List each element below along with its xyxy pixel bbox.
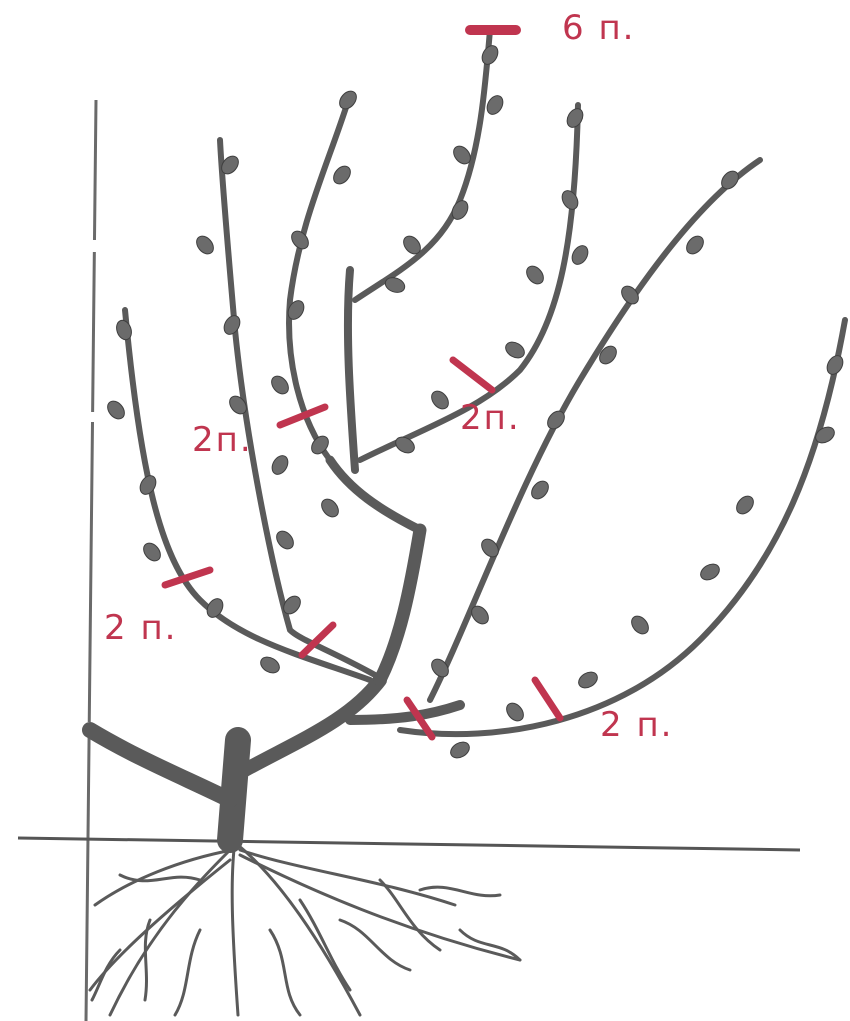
label-lower-right-cut: 2 п. <box>600 705 674 745</box>
trunk <box>82 455 465 853</box>
branch-lower-right <box>397 317 848 738</box>
cut-mark-far-left <box>161 566 214 589</box>
cut-mark-lower-right <box>531 676 564 722</box>
label-left-branch-cut: 2 п. <box>104 608 178 648</box>
support-stake <box>84 99 98 1021</box>
label-middle-cut: 2п. <box>460 398 521 438</box>
cut-mark-left-tall <box>276 403 329 429</box>
cut-mark-right-upper <box>449 356 496 394</box>
branch-center-left <box>286 92 353 463</box>
cut-mark-left-low <box>298 621 337 659</box>
ground-line <box>17 836 801 852</box>
label-upper-left-cut: 2п. <box>192 420 253 460</box>
buds <box>107 45 844 759</box>
cut-mark-right-long <box>403 696 436 741</box>
roots <box>88 838 522 1017</box>
leader-top <box>352 27 493 303</box>
branch-right-long <box>427 157 763 703</box>
label-leader-cut: 6 п. <box>562 8 636 48</box>
cut-marks <box>161 25 564 741</box>
central-leader <box>343 266 359 474</box>
branch-left-tall <box>217 137 378 678</box>
